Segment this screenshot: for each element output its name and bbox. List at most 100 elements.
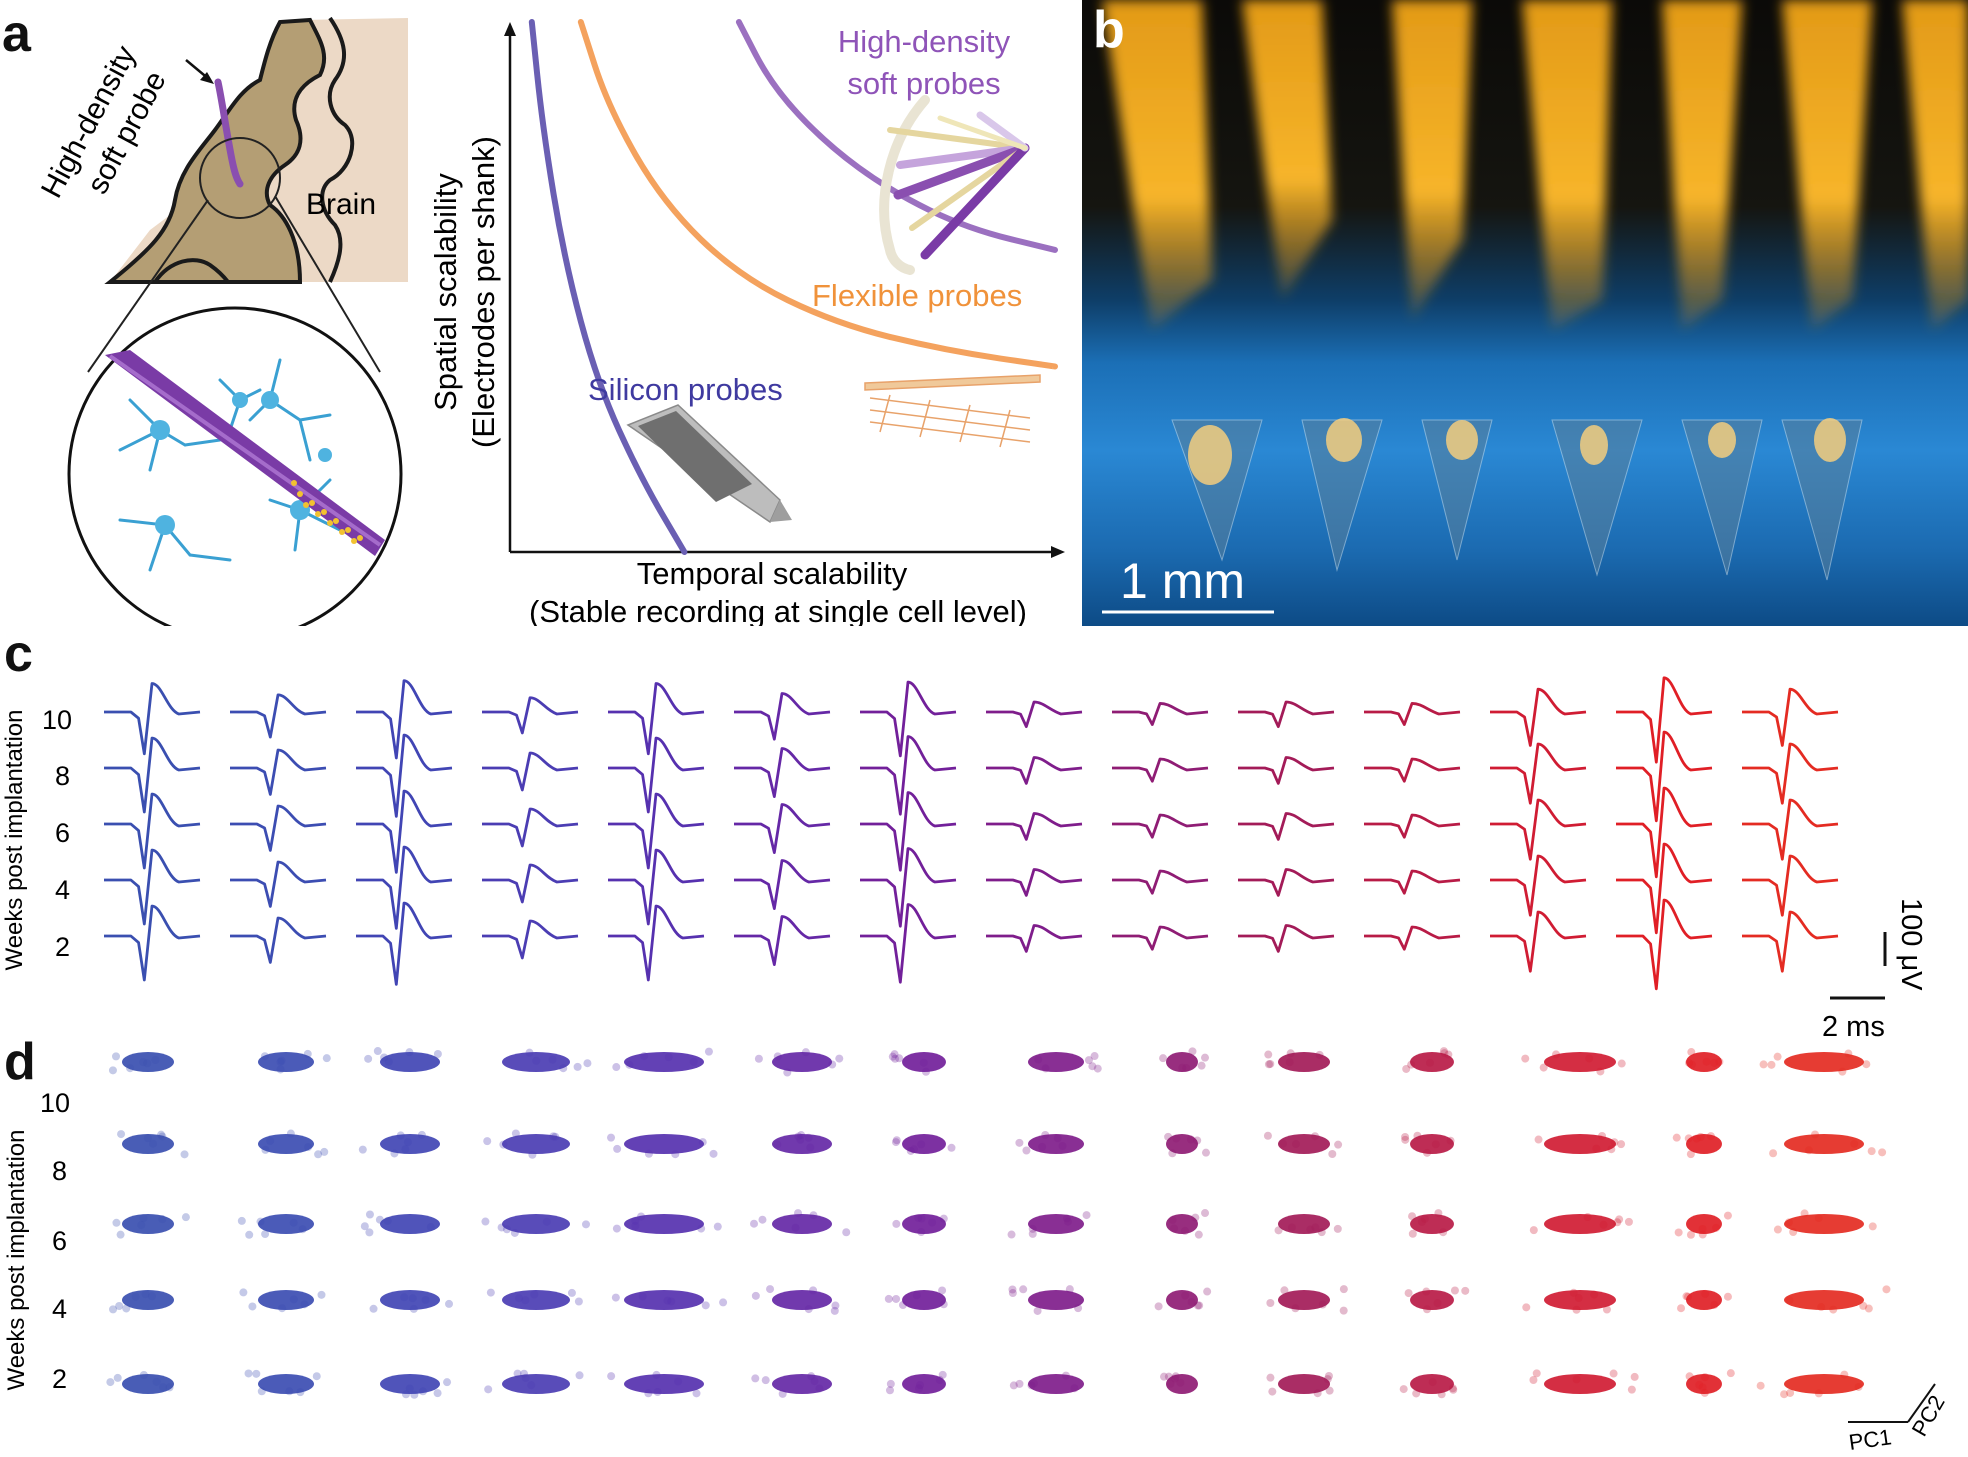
- cluster-outlier-point: [286, 1129, 295, 1138]
- cluster-outlier-point: [180, 1150, 189, 1159]
- cluster-outlier-point: [891, 1054, 900, 1063]
- cluster-core: [1410, 1134, 1454, 1154]
- cluster-outlier-point: [157, 1130, 166, 1139]
- cluster-outlier-point: [1449, 1385, 1458, 1394]
- cluster-core: [1166, 1214, 1198, 1234]
- waveform-trace: [482, 919, 579, 960]
- cluster-outlier-point: [1279, 1139, 1288, 1148]
- cluster-outlier-point: [1610, 1138, 1619, 1147]
- cluster-core: [624, 1374, 704, 1394]
- cluster-outlier-point: [778, 1389, 787, 1398]
- cluster-core: [772, 1134, 832, 1154]
- cluster-core: [258, 1052, 314, 1072]
- cluster-outlier-point: [260, 1052, 269, 1061]
- cluster-outlier-point: [1868, 1222, 1877, 1231]
- cluster-outlier-point: [1522, 1303, 1531, 1312]
- cluster-outlier-point: [1773, 1225, 1782, 1234]
- cluster-outlier-point: [375, 1215, 384, 1224]
- cluster-outlier-point: [947, 1143, 956, 1152]
- waveform-trace: [608, 848, 705, 926]
- cluster-core: [380, 1052, 440, 1072]
- waveform-trace: [1616, 676, 1713, 764]
- cluster-outlier-point: [773, 1052, 782, 1061]
- cluster-outlier-point: [1038, 1142, 1047, 1151]
- cluster-core: [1686, 1052, 1722, 1072]
- cluster-core: [1166, 1052, 1198, 1072]
- cluster-core: [380, 1134, 440, 1154]
- cluster-outlier-point: [1170, 1374, 1179, 1383]
- cluster-outlier-point: [1684, 1134, 1693, 1143]
- cluster-outlier-point: [252, 1369, 261, 1378]
- cluster-outlier-point: [108, 1066, 117, 1075]
- cluster-outlier-point: [317, 1290, 326, 1299]
- cluster-core: [1410, 1052, 1454, 1072]
- panel-letter-a: a: [2, 5, 31, 63]
- cluster-outlier-point: [1574, 1294, 1583, 1303]
- x-axis-label-line2: (Stable recording at single cell level): [529, 594, 1027, 626]
- cluster-outlier-point: [583, 1059, 592, 1068]
- cluster-outlier-point: [810, 1377, 819, 1386]
- panel-d-tick-8: 8: [52, 1156, 67, 1186]
- cluster-outlier-point: [1093, 1064, 1102, 1073]
- cluster-core: [1028, 1290, 1084, 1310]
- waveform-trace: [860, 735, 957, 816]
- cluster-outlier-point: [1602, 1305, 1611, 1314]
- cluster-outlier-point: [1168, 1215, 1177, 1224]
- zoom-line-right: [274, 195, 381, 373]
- cluster-outlier-point: [1408, 1212, 1417, 1221]
- cluster-outlier-point: [1615, 1215, 1624, 1224]
- cluster-outlier-point: [520, 1369, 529, 1378]
- cluster-outlier-point: [1203, 1287, 1212, 1296]
- cluster-core: [1784, 1052, 1864, 1072]
- cluster-outlier-point: [1854, 1382, 1863, 1391]
- cluster-outlier-point: [369, 1304, 378, 1313]
- cluster-outlier-point: [1439, 1047, 1448, 1056]
- cluster-outlier-point: [364, 1054, 373, 1063]
- cluster-outlier-point: [1178, 1063, 1187, 1072]
- cluster-outlier-point: [158, 1215, 167, 1224]
- cluster-outlier-point: [380, 1053, 389, 1062]
- waveform-trace: [482, 696, 579, 735]
- cluster-core: [902, 1214, 946, 1234]
- cluster-outlier-point: [1423, 1305, 1432, 1314]
- cluster-outlier-point: [575, 1371, 584, 1380]
- cluster-outlier-point: [322, 1054, 331, 1063]
- cluster-outlier-point: [667, 1297, 676, 1306]
- cluster-outlier-point: [797, 1131, 806, 1140]
- cluster-outlier-point: [181, 1213, 190, 1222]
- cluster-core: [1784, 1374, 1864, 1394]
- cluster-outlier-point: [244, 1369, 253, 1378]
- cluster-outlier-point: [549, 1132, 558, 1141]
- waveform-trace: [1364, 925, 1461, 951]
- cluster-outlier-point: [895, 1054, 904, 1063]
- cluster-outlier-point: [502, 1225, 511, 1234]
- cluster-outlier-point: [1041, 1130, 1050, 1139]
- cluster-outlier-point: [1572, 1375, 1581, 1384]
- cluster-outlier-point: [573, 1062, 582, 1071]
- waveform-trace: [1364, 813, 1461, 839]
- waveform-trace: [1238, 756, 1335, 785]
- cluster-outlier-point: [704, 1047, 713, 1056]
- waveform-trace: [356, 679, 453, 760]
- flexible-probes-label: Flexible probes: [812, 278, 1022, 313]
- waveform-trace: [1364, 702, 1461, 726]
- cluster-outlier-point: [1539, 1063, 1548, 1072]
- cluster-outlier-point: [303, 1049, 312, 1058]
- cluster-core: [122, 1214, 174, 1234]
- cluster-outlier-point: [390, 1149, 399, 1158]
- cluster-outlier-point: [237, 1216, 246, 1225]
- cluster-outlier-point: [1166, 1379, 1175, 1388]
- cluster-layer: [106, 1047, 1891, 1399]
- cluster-outlier-point: [1864, 1304, 1873, 1313]
- cluster-outlier-point: [314, 1150, 323, 1159]
- cluster-outlier-point: [1062, 1214, 1071, 1223]
- cluster-outlier-point: [1687, 1048, 1696, 1057]
- waveform-trace: [860, 847, 957, 928]
- cluster-outlier-point: [530, 1290, 539, 1299]
- cluster-outlier-point: [939, 1300, 948, 1309]
- cluster-outlier-point: [1698, 1383, 1707, 1392]
- waveform-trace: [1742, 854, 1839, 917]
- cluster-core: [902, 1374, 946, 1394]
- cluster-outlier-point: [289, 1218, 298, 1227]
- cluster-outlier-point: [1193, 1136, 1202, 1145]
